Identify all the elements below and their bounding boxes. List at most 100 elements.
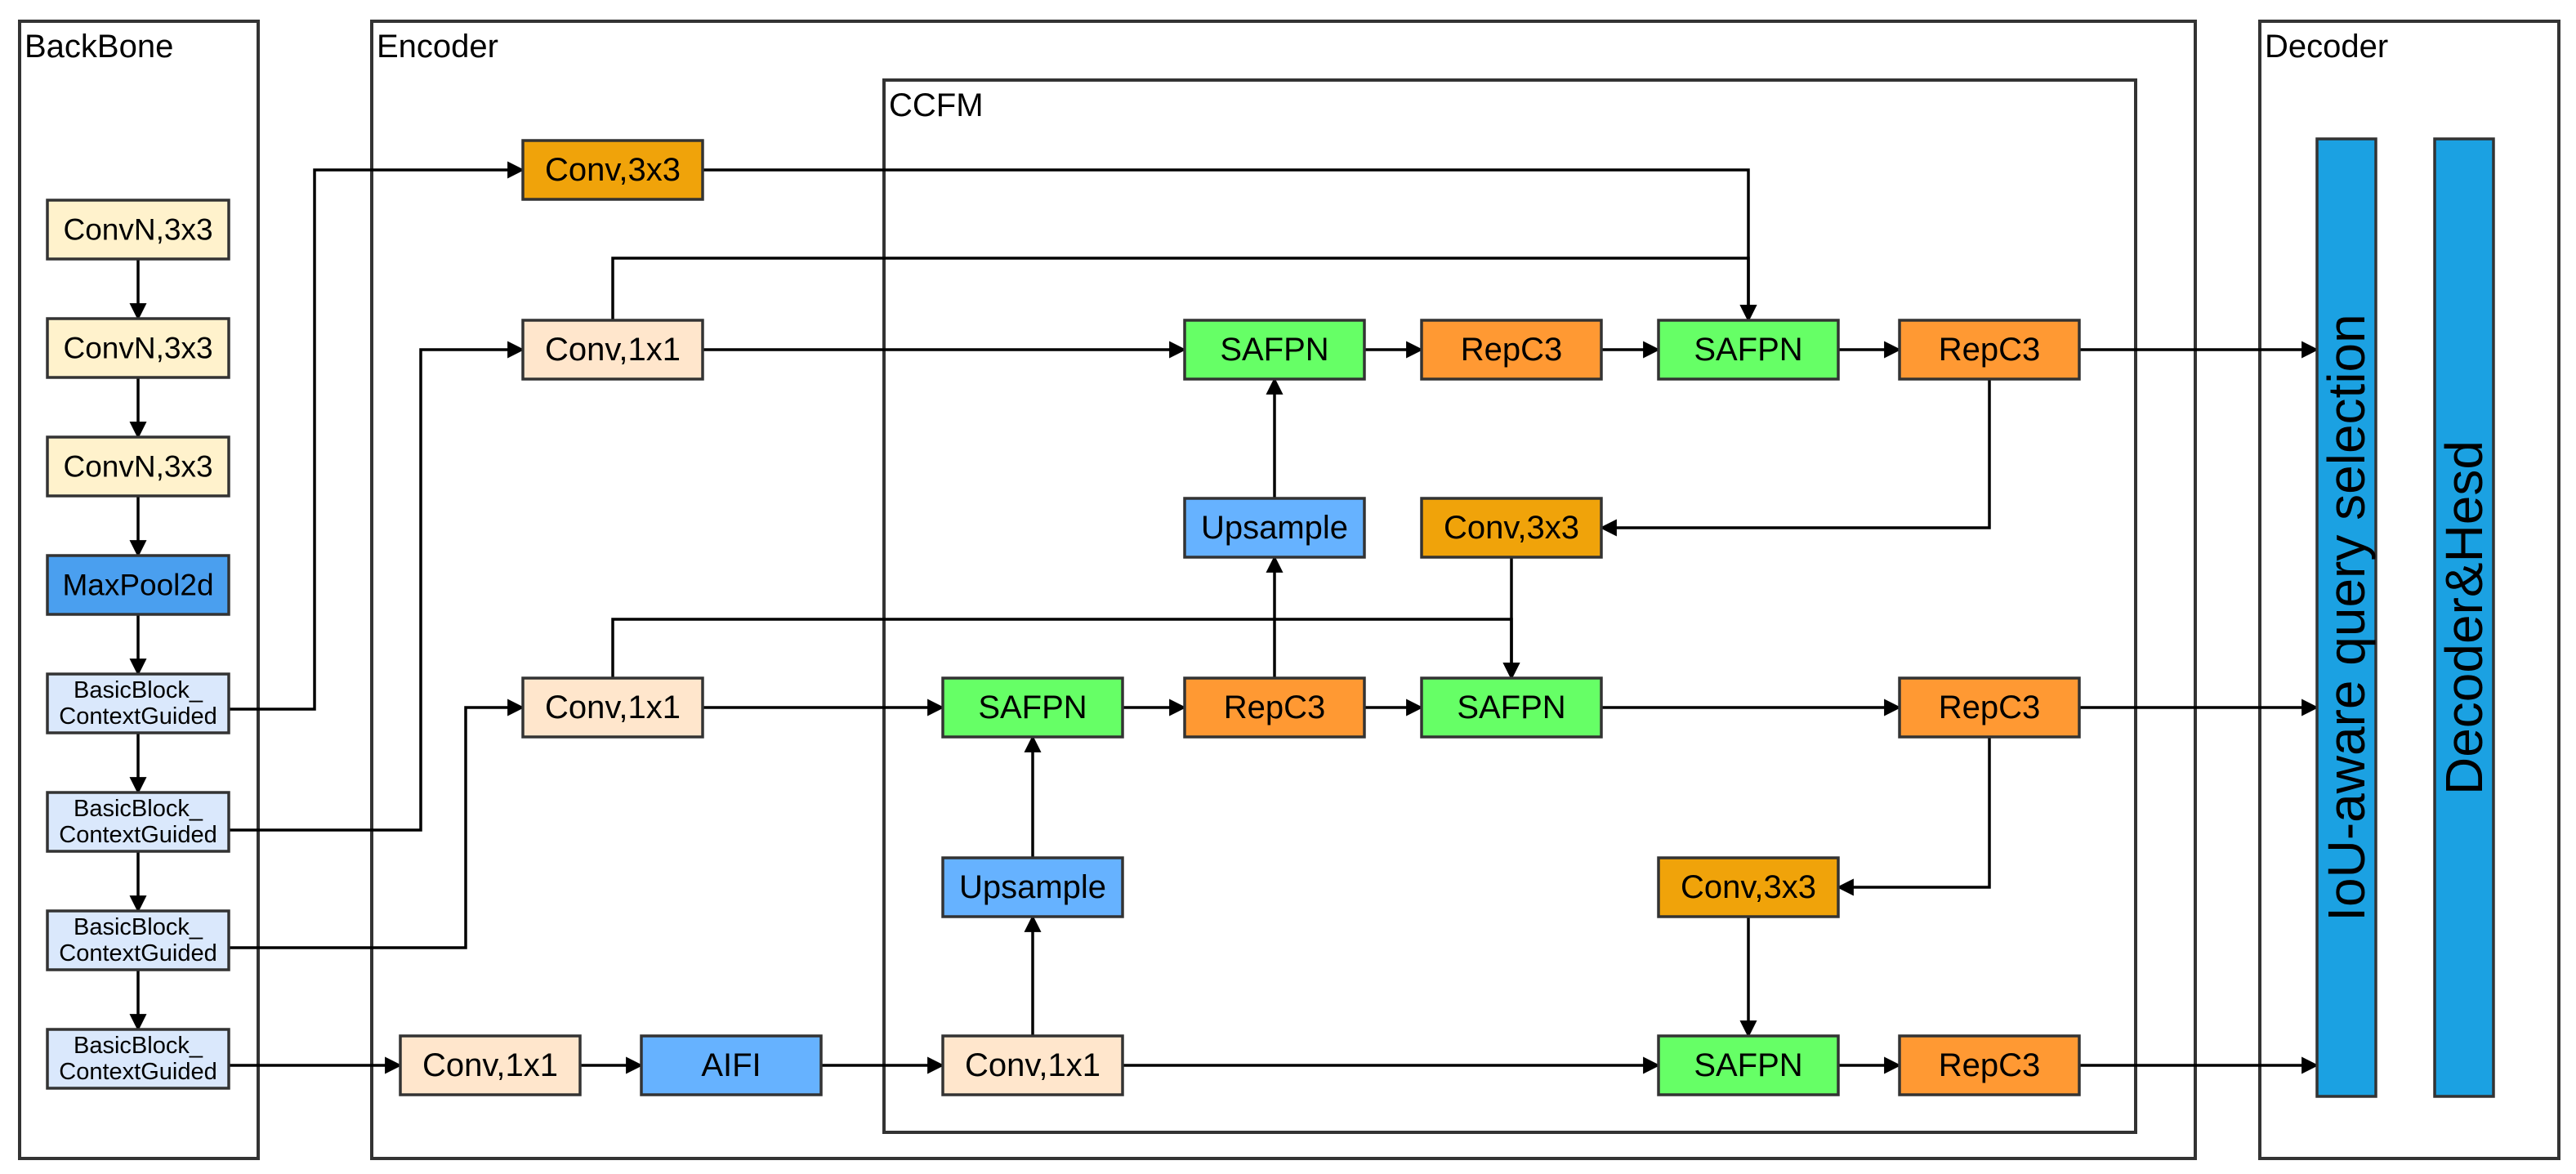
region-encoder-frame [370,20,2197,1160]
region-decoder-label: Decoder [2265,29,2388,65]
node-ccfm_conv3_m-box [1420,497,1603,559]
node-ccfm_rep_m2-label: RepC3 [1939,690,2041,725]
node-ccfm_conv3_m: Conv,3x3 [1420,497,1603,559]
node-dec_iou: IoU-aware query selection [2315,137,2377,1098]
node-bb_block4: BasicBlock_ContextGuided [46,1028,230,1090]
node-ccfm_safpn_m2-label: SAFPN [1457,690,1565,725]
node-enc_conv1_c-box [399,1034,582,1096]
node-ccfm_safpn_t2-label: SAFPN [1694,332,1802,368]
node-bb_pool-box [46,554,230,616]
node-ccfm_up1-box [1183,497,1366,559]
region-backbone-label: BackBone [25,29,173,65]
node-ccfm_up2-label: Upsample [959,869,1106,905]
node-bb_conv2: ConvN,3x3 [46,317,230,379]
node-bb_block3: BasicBlock_ContextGuided [46,909,230,971]
node-ccfm_safpn_b-box [1657,1034,1840,1096]
node-ccfm_safpn_m1-label: SAFPN [978,690,1087,725]
node-bb_conv3-label: ConvN,3x3 [63,450,212,484]
node-enc_conv1_b-label: Conv,1x1 [545,690,681,725]
node-ccfm_rep_t1: RepC3 [1420,319,1603,381]
region-decoder: Decoder [2258,20,2560,1160]
node-enc_conv1_a-label: Conv,1x1 [545,332,681,368]
node-ccfm_safpn_t1-box [1183,319,1366,381]
node-bb_block3-label-line: ContextGuided [59,940,217,966]
node-bb_conv3-box [46,435,230,498]
node-ccfm_safpn_m1: SAFPN [941,676,1124,739]
node-ccfm_safpn_b: SAFPN [1657,1034,1840,1096]
edge-bb_block2-to-enc_conv1_a [229,341,525,832]
region-backbone: BackBone [18,20,260,1160]
node-dec_head: Decoder&Hesd [2433,137,2495,1098]
node-bb_block2-label: BasicBlock_ContextGuided [59,796,217,848]
edge-enc_conv1_b-to-ccfm_safpn_m2 [611,618,1520,681]
node-ccfm_conv1_b: Conv,1x1 [941,1034,1124,1096]
node-ccfm_rep_t2-box [1898,319,2081,381]
node-ccfm_safpn_t1: SAFPN [1183,319,1366,381]
node-bb_conv1: ConvN,3x3 [46,199,230,261]
node-bb_block2-label-line: BasicBlock_ [74,796,203,822]
node-ccfm_rep_b: RepC3 [1898,1034,2081,1096]
node-ccfm_safpn_b-label: SAFPN [1694,1047,1802,1083]
node-enc_conv3_top-box [521,139,704,201]
node-bb_block3-box [46,909,230,971]
node-ccfm_safpn_t1-label: SAFPN [1220,332,1328,368]
node-enc_conv3_top: Conv,3x3 [521,139,704,201]
node-dec_iou-box [2315,137,2377,1098]
node-bb_conv2-box [46,317,230,379]
node-ccfm_rep_m2: RepC3 [1898,676,2081,739]
node-enc_conv1_c-label: Conv,1x1 [422,1047,558,1083]
node-bb_block1-label: BasicBlock_ContextGuided [59,677,217,730]
node-ccfm_rep_m1: RepC3 [1183,676,1366,739]
node-ccfm_up2: Upsample [941,856,1124,918]
node-enc_conv1_b-box [521,676,704,739]
node-bb_block2-label-line: ContextGuided [59,822,217,848]
node-dec_head-label: Decoder&Hesd [2435,440,2493,795]
edge-ccfm_rep_t2-to-ccfm_conv3_m [1599,379,1991,537]
node-bb_block4-box [46,1028,230,1090]
edge-ccfm_rep_m2-to-ccfm_conv3_b [1836,737,1991,896]
node-ccfm_safpn_m2-box [1420,676,1603,739]
node-ccfm_up1-label: Upsample [1201,510,1348,546]
region-encoder: Encoder [370,20,2197,1160]
node-ccfm_conv3_m-label: Conv,3x3 [1444,510,1579,546]
node-ccfm_rep_t2-label: RepC3 [1939,332,2041,368]
node-bb_block2-box [46,791,230,853]
region-ccfm-frame [882,78,2137,1134]
node-ccfm_safpn_t2: SAFPN [1657,319,1840,381]
edge-enc_conv3_top-to-ccfm_safpn_t2 [703,168,1757,323]
node-ccfm_up2-box [941,856,1124,918]
region-ccfm-label: CCFM [889,87,984,123]
region-backbone-frame [18,20,260,1160]
node-bb_conv1-box [46,199,230,261]
node-ccfm_conv3_b-box [1657,856,1840,918]
node-ccfm_rep_b-label: RepC3 [1939,1047,2041,1083]
node-bb_block4-label-line: BasicBlock_ [74,1033,203,1059]
node-bb_block3-label: BasicBlock_ContextGuided [59,914,217,966]
node-enc_aifi-box [640,1034,823,1096]
node-ccfm_conv3_b: Conv,3x3 [1657,856,1840,918]
node-dec_iou-label: IoU-aware query selection [2317,314,2376,921]
node-bb_conv1-label: ConvN,3x3 [63,213,212,247]
edge-bb_block3-to-enc_conv1_b [229,699,525,949]
node-ccfm_rep_m1-label: RepC3 [1224,690,1326,725]
node-bb_block2: BasicBlock_ContextGuided [46,791,230,853]
region-decoder-frame [2258,20,2560,1160]
node-enc_conv1_a: Conv,1x1 [521,319,704,381]
node-dec_head-box [2433,137,2495,1098]
node-enc_aifi: AIFI [640,1034,823,1096]
node-ccfm_rep_t1-box [1420,319,1603,381]
node-ccfm_conv1_b-box [941,1034,1124,1096]
region-encoder-label: Encoder [377,29,498,65]
node-bb_block1-label-line: ContextGuided [59,703,217,730]
node-ccfm_rep_t2: RepC3 [1898,319,2081,381]
edge-enc_conv1_a-to-ccfm_safpn_t2 [611,257,1757,323]
region-ccfm: CCFM [882,78,2137,1134]
node-enc_conv1_c: Conv,1x1 [399,1034,582,1096]
node-ccfm_rep_m1-box [1183,676,1366,739]
node-enc_conv3_top-label: Conv,3x3 [545,152,681,188]
node-ccfm_safpn_t2-box [1657,319,1840,381]
node-enc_conv1_a-box [521,319,704,381]
node-enc_conv1_b: Conv,1x1 [521,676,704,739]
node-ccfm_safpn_m1-box [941,676,1124,739]
